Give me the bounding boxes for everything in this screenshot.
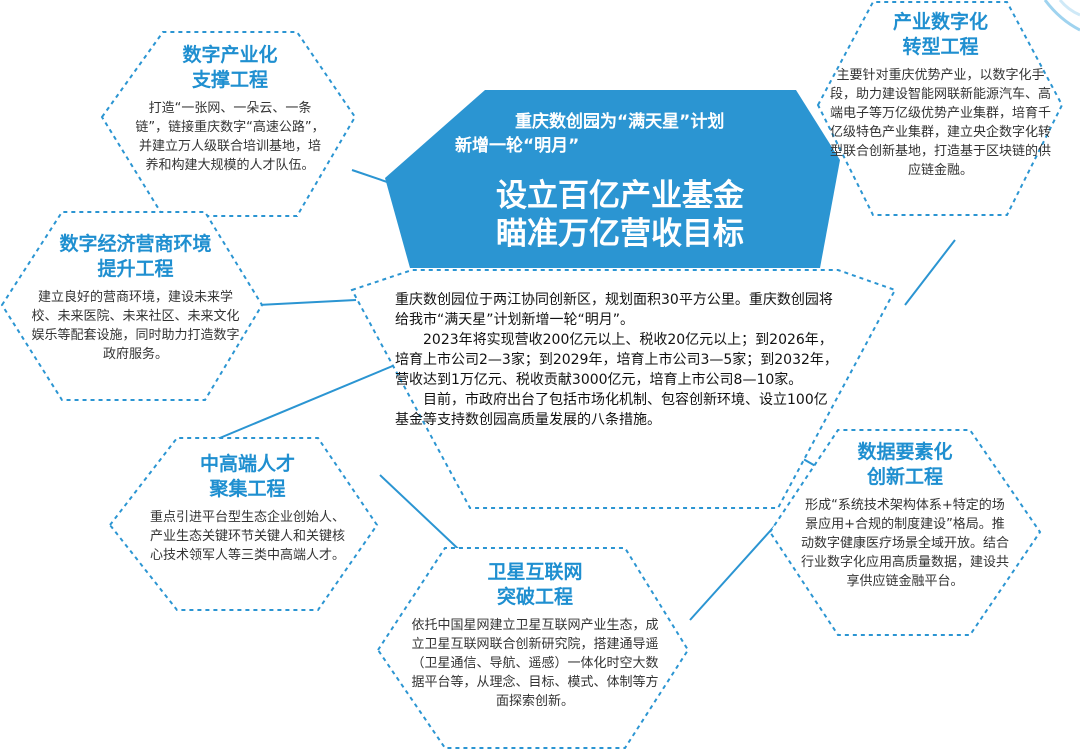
center-header-line2: 新增一轮“明月” [455, 136, 580, 156]
node-business-title-line1: 数字经济营商环境 [59, 233, 212, 255]
hex-center [350, 269, 897, 509]
corner-arc-decoration [1043, 0, 1080, 32]
node-business-body: 建立良好的营商环境，建设未来学校、未来医院、未来社区、未来文化娱乐等配套设施，同… [31, 290, 240, 362]
node-satellite-title: 卫星互联网 突破工程 [410, 560, 660, 610]
hex-transform [816, 1, 1064, 216]
node-talent-body: 重点引进平台型生态企业创始人、产业生态关键环节关键人和关键核心技术领军人等三类中… [149, 510, 345, 563]
node-support-title: 数字产业化 支撑工程 [135, 43, 325, 93]
hex-support [100, 31, 357, 217]
center-title-line2: 瞄准万亿营收目标 [496, 216, 744, 252]
node-support-title-line2: 支撑工程 [191, 69, 268, 91]
node-support-title-line1: 数字产业化 [182, 44, 278, 66]
center-paragraph-2: 2023年将实现营收200亿元以上、税收20亿元以上；到2026年，培育上市公司… [395, 332, 838, 388]
node-transform-title: 产业数字化 转型工程 [828, 10, 1053, 60]
center-paragraph-1: 重庆数创园位于两江协同创新区，规划面积30平方公里。重庆数创园将给我市“满天星”… [395, 292, 833, 328]
node-data-title-line2: 创新工程 [866, 466, 943, 488]
node-transform-title-line1: 产业数字化 [892, 11, 988, 33]
node-data-title: 数据要素化 创新工程 [800, 440, 1010, 490]
node-support: 数字产业化 支撑工程 打造“一张网、一朵云、一条链”，链接重庆数字“高速公路”，… [135, 43, 325, 175]
center-banner [385, 90, 840, 268]
connector-satellite [379, 474, 471, 561]
node-talent-title-line2: 聚集工程 [209, 478, 286, 500]
node-talent-title: 中高端人才 聚集工程 [145, 452, 350, 502]
connector-talent [214, 364, 396, 441]
center-title: 设立百亿产业基金 瞄准万亿营收目标 [430, 177, 810, 253]
node-satellite-title-line2: 突破工程 [496, 586, 573, 608]
hex-business [0, 211, 264, 401]
center-header-line1: 重庆数创园为“满天星”计划 [515, 112, 725, 132]
hex-data [768, 429, 1042, 636]
node-business-title-line2: 提升工程 [97, 258, 174, 280]
center-header: 重庆数创园为“满天星”计划 新增一轮“明月” [455, 110, 785, 158]
connector-satellite-right [689, 519, 781, 621]
node-transform: 产业数字化 转型工程 主要针对重庆优势产业，以数字化手段，助力建设智能网联新能源… [828, 10, 1053, 180]
node-satellite-body: 依托中国星网建立卫星互联网产业生态，成立卫星互联网联合创新研究院，搭建通导遥（卫… [411, 618, 659, 709]
connector-business [257, 299, 357, 306]
node-data: 数据要素化 创新工程 形成“系统技术架构体系+特定的场景应用+合规的制度建设”格… [800, 440, 1010, 591]
node-talent-title-line1: 中高端人才 [199, 453, 295, 475]
node-support-body: 打造“一张网、一朵云、一条链”，链接重庆数字“高速公路”，并建立万人级联合培训基… [135, 101, 325, 173]
center-title-line1: 设立百亿产业基金 [496, 178, 744, 214]
hex-talent [108, 437, 379, 611]
node-business-title: 数字经济营商环境 提升工程 [28, 232, 243, 282]
node-satellite: 卫星互联网 突破工程 依托中国星网建立卫星互联网产业生态，成立卫星互联网联合创新… [410, 560, 660, 711]
connector-transform-body [904, 239, 956, 306]
node-transform-title-line2: 转型工程 [902, 36, 979, 58]
node-transform-body: 主要针对重庆优势产业，以数字化手段，助力建设智能网联新能源汽车、高端电子等万亿级… [829, 68, 1051, 178]
center-body: 重庆数创园位于两江协同创新区，规划面积30平方公里。重庆数创园将给我市“满天星”… [395, 290, 840, 430]
node-data-title-line1: 数据要素化 [857, 441, 953, 463]
node-business: 数字经济营商环境 提升工程 建立良好的营商环境，建设未来学校、未来医院、未来社区… [28, 232, 243, 364]
node-data-body: 形成“系统技术架构体系+特定的场景应用+合规的制度建设”格局。推动数字健康医疗场… [800, 498, 1009, 589]
hex-satellite [376, 547, 690, 749]
node-talent: 中高端人才 聚集工程 重点引进平台型生态企业创始人、产业生态关键环节关键人和关键… [145, 452, 350, 565]
node-satellite-title-line1: 卫星互联网 [487, 561, 583, 583]
corner-arc-decoration-inner [1058, 0, 1080, 17]
center-paragraph-3: 目前，市政府出台了包括市场化机制、包容创新环境、设立100亿基金等支持数创园高质… [395, 392, 828, 428]
